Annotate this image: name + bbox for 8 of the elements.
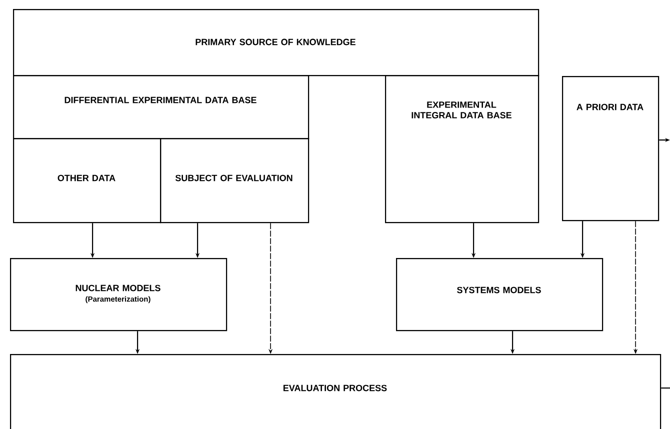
process-box: EVALUATION PROCESS (10, 354, 662, 429)
process-box: PRIMARY SOURCE OF KNOWLEDGE (13, 9, 540, 76)
process-box: SYSTEMS MODELS (396, 258, 604, 332)
process-box: OTHER DATA (13, 138, 162, 224)
process-box: EXPERIMENTAL INTEGRAL DATA BASE (385, 75, 540, 224)
process-box: A PRIORI DATA (562, 76, 660, 222)
process-box: DIFFERENTIAL EXPERIMENTAL DATA BASE (13, 75, 310, 140)
process-box: SUBJECT OF EVALUATION (160, 138, 310, 224)
